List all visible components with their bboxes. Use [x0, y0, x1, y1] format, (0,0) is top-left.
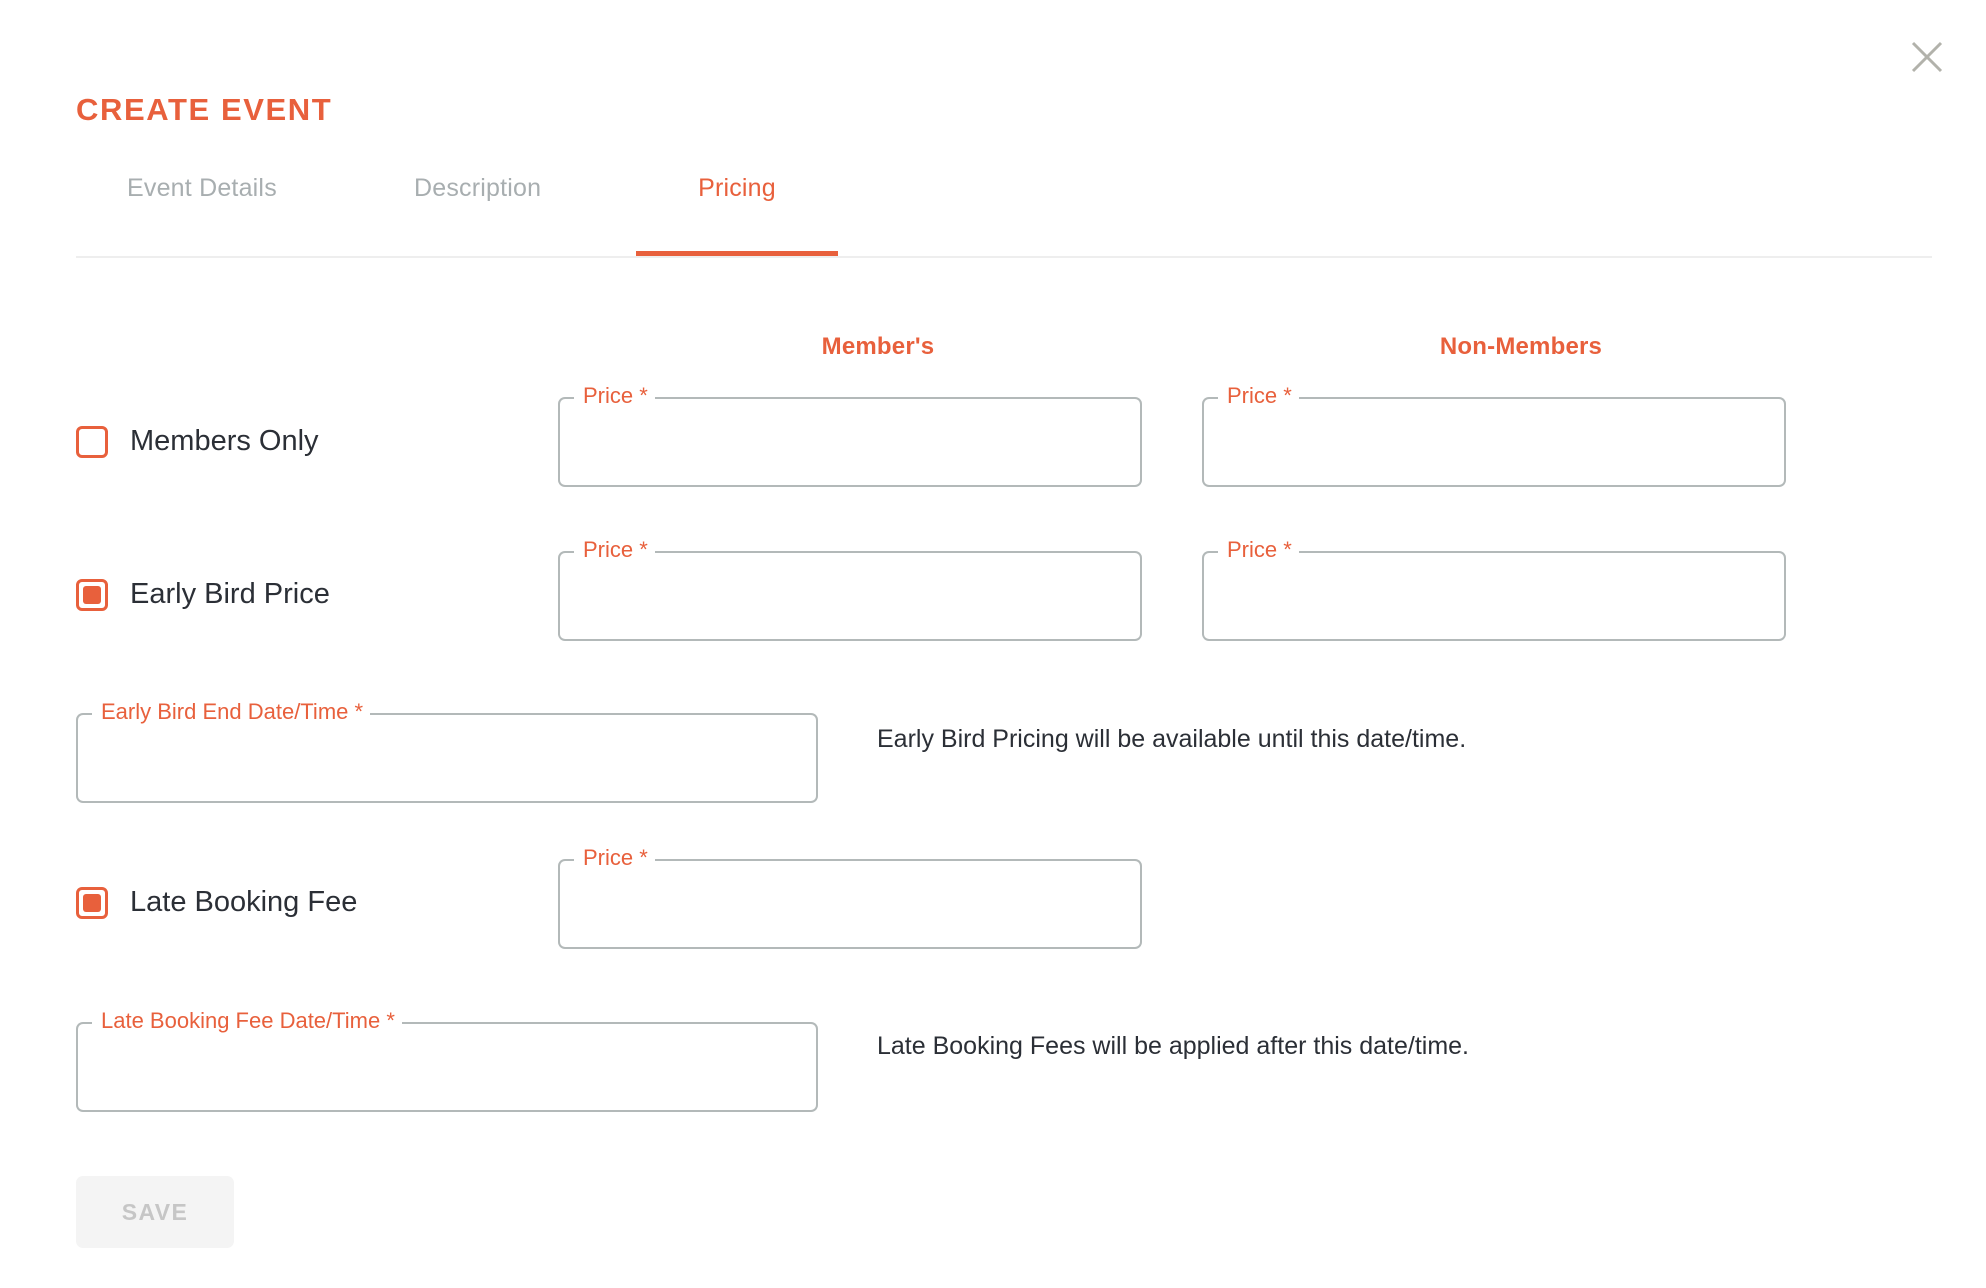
checkbox-members-only[interactable] — [76, 425, 108, 458]
tab-description[interactable]: Description — [414, 168, 541, 256]
save-button[interactable]: SAVE — [76, 1176, 234, 1248]
checkbox-early-bird-price[interactable] — [76, 578, 108, 611]
early-bird-helper-text: Early Bird Pricing will be available unt… — [877, 725, 1467, 753]
late-booking-price-input[interactable] — [560, 861, 1140, 947]
late-booking-helper-text: Late Booking Fees will be applied after … — [877, 1032, 1470, 1060]
tab-event-details[interactable]: Event Details — [127, 168, 277, 256]
early-bird-end-date-input[interactable] — [78, 715, 816, 801]
tab-bar: Event Details Description Pricing — [76, 168, 1932, 258]
late-booking-price-field[interactable]: Price * — [558, 844, 1142, 949]
tab-active-indicator — [636, 251, 838, 256]
field-label: Price * — [576, 382, 655, 410]
option-row-late-booking-fee[interactable]: Late Booking Fee — [76, 886, 357, 919]
column-header-non-members: Non-Members — [1439, 333, 1603, 360]
late-booking-fee-date-field[interactable]: Late Booking Fee Date/Time * — [76, 1007, 818, 1112]
option-row-members-only[interactable]: Members Only — [76, 425, 319, 458]
tab-pricing[interactable]: Pricing — [636, 168, 838, 256]
members-only-member-price-input[interactable] — [560, 399, 1140, 485]
column-header-members: Member's — [821, 333, 935, 360]
members-only-non-member-price-input[interactable] — [1204, 399, 1784, 485]
tab-label: Event Details — [127, 174, 277, 202]
checkbox-label-members-only: Members Only — [130, 425, 319, 457]
members-only-member-price-field[interactable]: Price * — [558, 382, 1142, 487]
page-title: CREATE EVENT — [76, 92, 333, 127]
early-bird-non-member-price-input[interactable] — [1204, 553, 1784, 639]
checkbox-label-late-booking-fee: Late Booking Fee — [130, 886, 358, 918]
early-bird-non-member-price-field[interactable]: Price * — [1202, 536, 1786, 641]
members-only-non-member-price-field[interactable]: Price * — [1202, 382, 1786, 487]
close-icon — [1907, 37, 1947, 77]
tab-label: Description — [414, 174, 542, 202]
tab-divider — [76, 256, 1932, 258]
close-button[interactable] — [1896, 26, 1958, 88]
option-row-early-bird-price[interactable]: Early Bird Price — [76, 578, 330, 611]
early-bird-member-price-input[interactable] — [560, 553, 1140, 639]
early-bird-end-date-field[interactable]: Early Bird End Date/Time * — [76, 698, 818, 803]
checkbox-late-booking-fee[interactable] — [76, 886, 108, 919]
early-bird-member-price-field[interactable]: Price * — [558, 536, 1142, 641]
tab-label: Pricing — [698, 174, 776, 202]
checkbox-label-early-bird-price: Early Bird Price — [130, 578, 330, 610]
late-booking-fee-date-input[interactable] — [78, 1024, 816, 1110]
